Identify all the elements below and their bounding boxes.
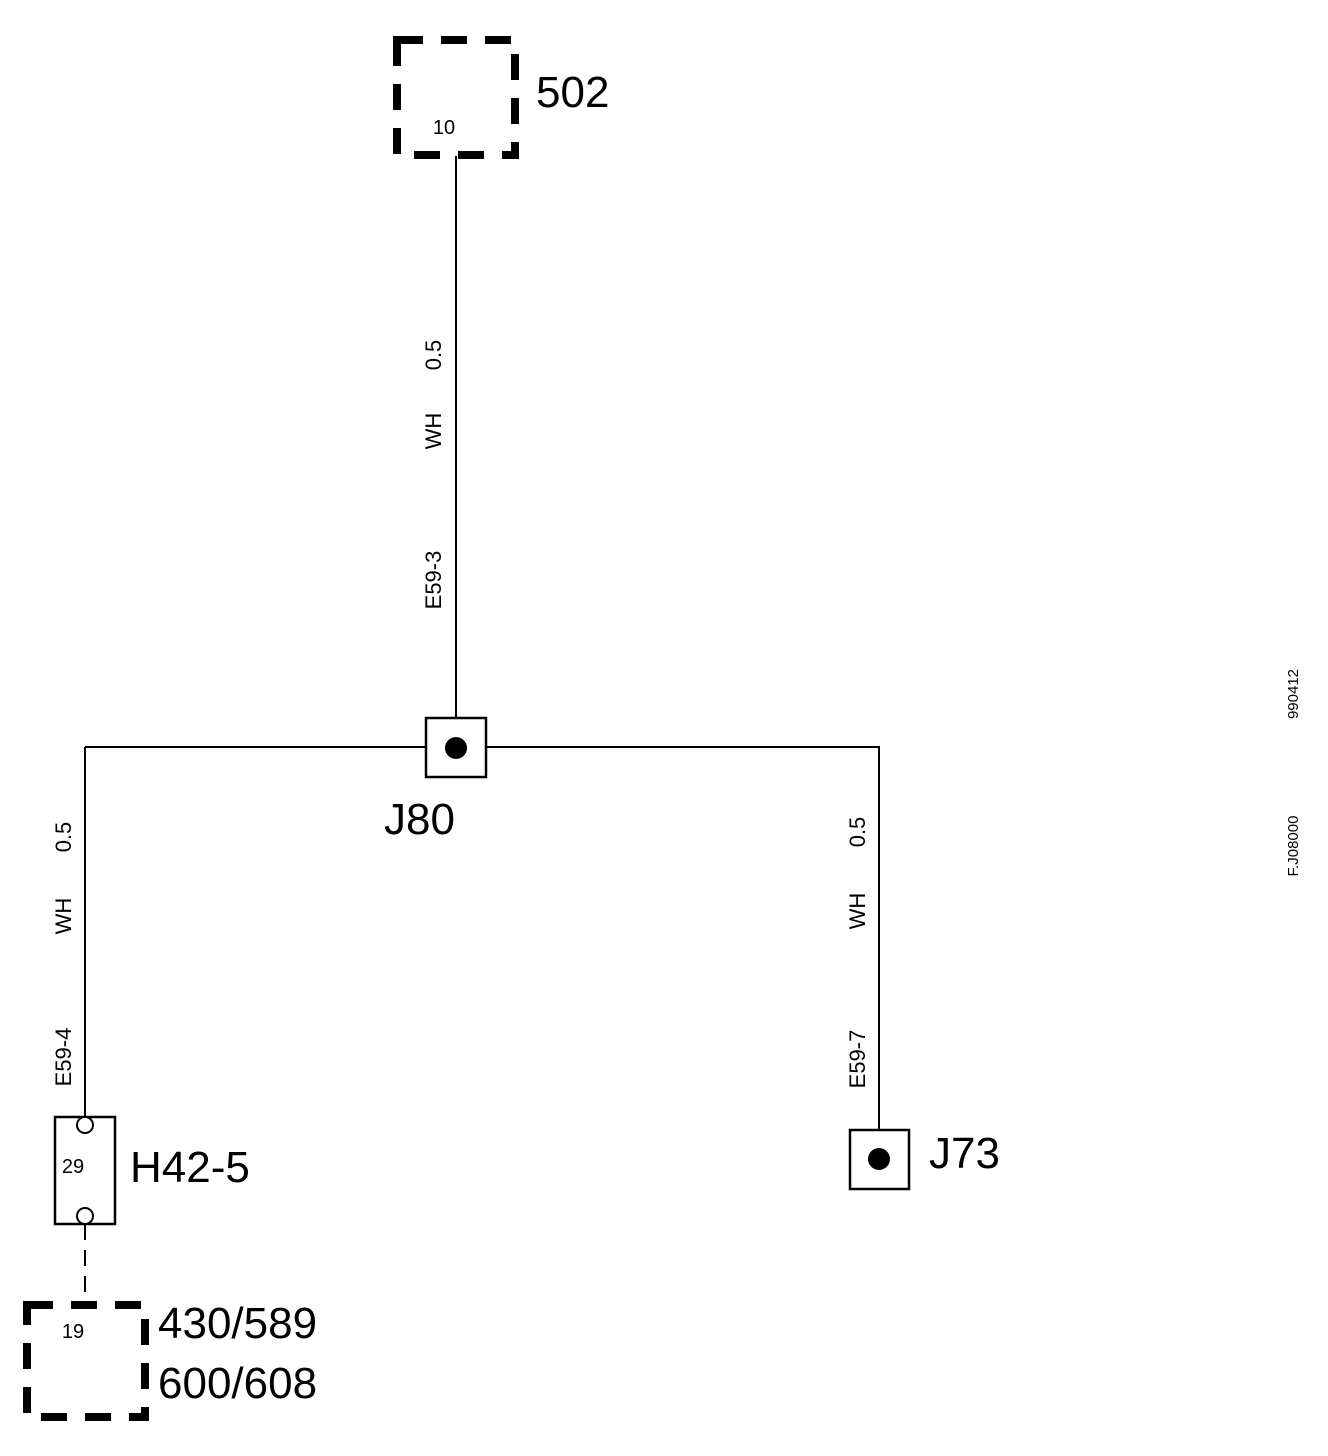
splice-j80-label: J80: [384, 795, 455, 844]
connector-h42-top-pin: [76, 1116, 94, 1134]
component-502-label: 502: [536, 68, 609, 117]
connector-h42-bottom-pin: [76, 1207, 94, 1225]
component-430-label-line1: 430/589: [158, 1299, 317, 1348]
wire-center-size: 0.5: [421, 340, 446, 371]
splice-j73-label: J73: [929, 1129, 1000, 1178]
connector-h42-label: H42-5: [130, 1143, 250, 1192]
component-430-label-line2: 600/608: [158, 1359, 317, 1408]
splice-j73-dot: [868, 1148, 890, 1170]
component-430-box: [23, 1301, 149, 1421]
connector-h42-pin: 29: [62, 1156, 84, 1178]
component-502-pin: 10: [433, 117, 455, 139]
component-502-box: [393, 36, 519, 159]
wire-center-terminal: E59-3: [421, 551, 446, 610]
wire-left-color: WH: [51, 898, 76, 935]
wire-right-color: WH: [845, 893, 870, 930]
wire-left-terminal: E59-4: [51, 1028, 76, 1087]
splice-j80-dot: [445, 737, 467, 759]
wire-right-terminal: E59-7: [845, 1030, 870, 1089]
wire-right-size: 0.5: [845, 817, 870, 848]
side-id-top: 990412: [1285, 669, 1302, 719]
wire-center-color: WH: [421, 413, 446, 450]
component-430-pin: 19: [62, 1321, 84, 1343]
side-id-bottom: F.J08000: [1285, 816, 1302, 877]
wire-left-size: 0.5: [51, 822, 76, 853]
